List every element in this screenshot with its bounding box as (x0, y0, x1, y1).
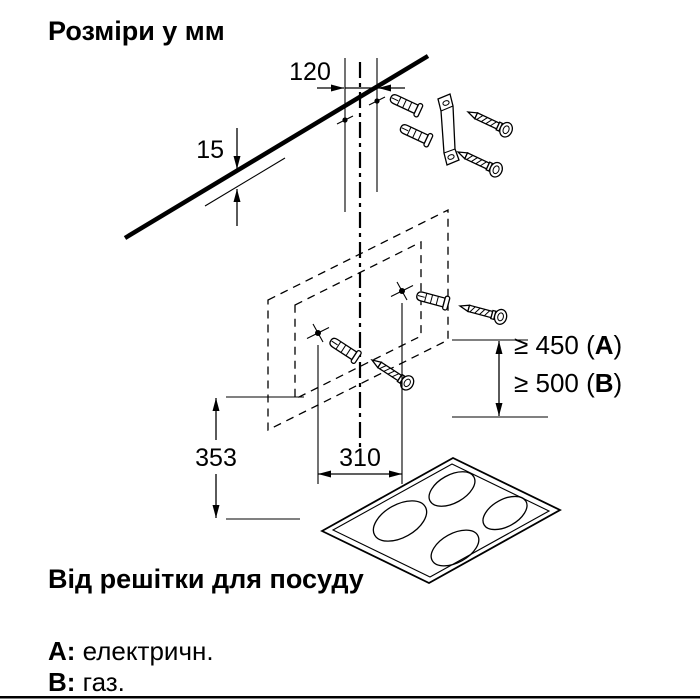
bottom-divider (0, 696, 700, 699)
cooktop-inner-edge (331, 463, 551, 578)
dim-353: 353 (195, 396, 304, 520)
dim-310: 310 (317, 303, 403, 484)
mounting-bracket (437, 93, 460, 166)
legend-a: A: електричн. (48, 636, 214, 666)
clearance-gas-label: ≥ 500 (B) (514, 368, 622, 398)
cooktop-outer-edge (320, 456, 562, 585)
dim-120-label: 120 (289, 58, 331, 86)
dim-310-label: 310 (339, 444, 381, 472)
grate-note: Від решітки для посуду (48, 564, 364, 594)
hood-outline-inner (294, 240, 422, 401)
cooktop (320, 456, 562, 585)
page-title: Розміри у мм (48, 16, 225, 46)
dim-353-label: 353 (195, 444, 237, 472)
dim-120: 120 (289, 58, 405, 212)
lower-drill-hole-left (306, 323, 330, 343)
burner (372, 500, 428, 542)
dim-15-label: 15 (196, 136, 224, 164)
legend-b: B: газ. (48, 667, 125, 697)
burner (482, 495, 528, 531)
top-drill-holes (336, 96, 386, 125)
burner (428, 471, 476, 507)
dim-15: 15 (196, 128, 241, 226)
clearance-electric-label: ≥ 450 (A) (514, 330, 622, 360)
hood-outline-outer (267, 208, 449, 432)
dim-clearance: ≥ 450 (A) ≥ 500 (B) (452, 330, 622, 418)
burner (430, 529, 480, 567)
lower-drill-hole-right (390, 281, 414, 301)
hole-offset-reference-line (204, 157, 286, 207)
